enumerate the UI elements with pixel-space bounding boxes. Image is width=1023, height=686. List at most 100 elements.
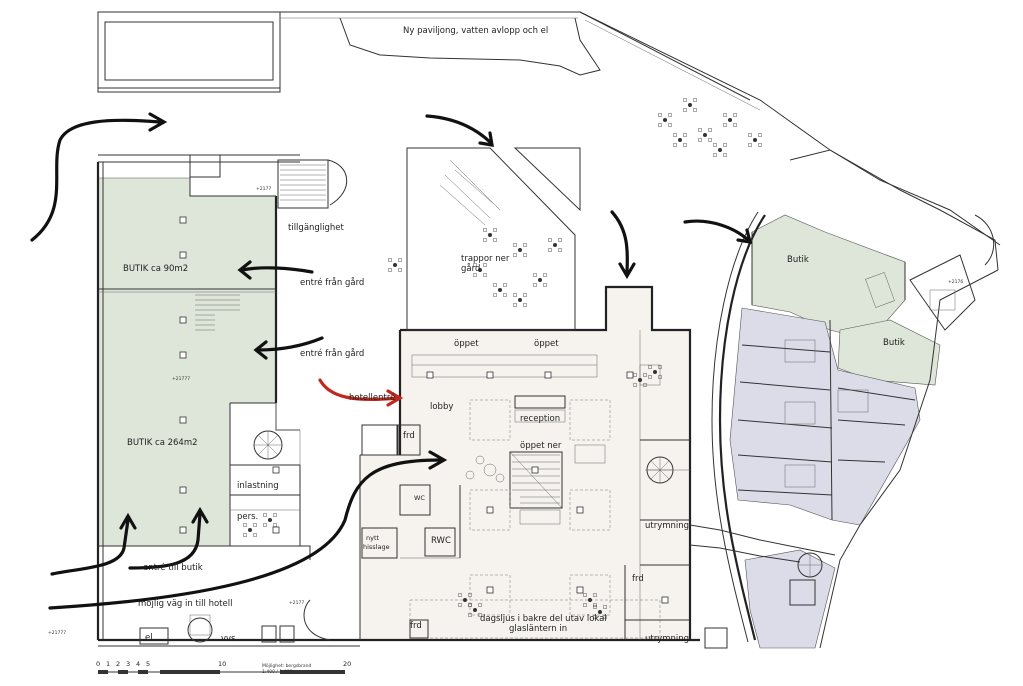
scale-tick-label: 0 — [96, 660, 100, 668]
shop-264-zone — [97, 288, 277, 547]
column — [661, 596, 669, 604]
structural-columns — [179, 216, 669, 604]
outdoor-furniture — [243, 98, 762, 619]
hotel-lobby-zone — [359, 286, 691, 641]
lobby-furniture — [139, 330, 690, 645]
table-cluster — [698, 128, 712, 142]
circulation-arrows — [30, 112, 753, 610]
table-cluster — [388, 258, 402, 272]
column — [179, 416, 187, 424]
label-open-2: öppet — [534, 339, 559, 349]
column — [626, 371, 634, 379]
scale-tick-label: 20 — [343, 660, 351, 668]
column — [179, 486, 187, 494]
scale-bar — [98, 670, 345, 674]
label-staff: pers. — [237, 512, 258, 522]
scale-tick-label: 3 — [126, 660, 130, 668]
table-cluster — [513, 293, 527, 307]
label-entrance-yard-2: entré från gård — [300, 348, 364, 359]
label-daylight-1: dagsljus i bakre del utav lokal — [480, 614, 607, 624]
table-cluster — [548, 238, 562, 252]
label-stairs-down-2: gård — [461, 263, 480, 274]
table-cluster — [513, 243, 527, 257]
label-new-elevator-2: hisslage — [363, 543, 390, 551]
table-cluster — [648, 365, 662, 379]
zone-fills — [97, 177, 941, 649]
table-cluster — [583, 593, 597, 607]
table-cluster — [658, 113, 672, 127]
label-frd-3: frd — [410, 621, 422, 631]
column — [486, 586, 494, 594]
label-shop-90: BUTIK ca 90m2 — [123, 264, 188, 274]
column — [531, 466, 539, 474]
label-level-3: +2177 — [289, 600, 304, 606]
label-scale-title: Möjlighet: bergsbrand — [262, 663, 311, 669]
label-shop-right-small: Butik — [883, 338, 905, 348]
column — [576, 586, 584, 594]
column — [179, 251, 187, 259]
label-stairs-down-1: trappor ner — [461, 254, 510, 264]
label-open-down: öppet ner — [520, 441, 562, 451]
table-cluster — [468, 603, 482, 617]
label-vvs: vvs — [221, 634, 236, 644]
arrow-shop264-entry — [256, 336, 324, 352]
label-loading: inlastning — [237, 481, 279, 491]
label-possible-way: möjlig väg in till hotell — [138, 599, 232, 609]
column — [426, 371, 434, 379]
building-outline — [96, 11, 1001, 649]
right-small-shop-zone — [837, 319, 941, 386]
arrow-shop90-entry — [240, 266, 314, 274]
column — [179, 216, 187, 224]
arrow-upper-left — [30, 118, 162, 242]
column — [179, 316, 187, 324]
table-cluster — [483, 228, 497, 242]
arrow-shop-entry-2 — [128, 512, 202, 570]
label-evacuation-2: utrymning — [645, 634, 689, 644]
arrow-courtyard — [425, 114, 492, 144]
label-daylight-2: glasläntern in — [509, 624, 567, 634]
table-cluster — [713, 143, 727, 157]
label-scale-ratio: 1:400 / 1:400 — [262, 669, 292, 675]
table-cluster — [673, 133, 687, 147]
right-building-interior — [704, 232, 976, 649]
label-level-5: +2176 — [948, 279, 963, 285]
table-cluster — [593, 605, 607, 619]
label-level-4: +21777 — [48, 630, 66, 636]
label-lobby: lobby — [430, 402, 453, 412]
table-cluster — [723, 113, 737, 127]
scale-tick-label: 4 — [136, 660, 140, 668]
table-cluster — [533, 273, 547, 287]
column — [486, 371, 494, 379]
column — [576, 506, 584, 514]
label-level-1: +2177 — [256, 186, 271, 192]
right-shop-zone — [751, 214, 906, 341]
table-cluster — [633, 373, 647, 387]
label-hotel-entrance: hotellentré — [349, 392, 395, 403]
label-frd-2: frd — [632, 574, 644, 584]
table-cluster — [683, 98, 697, 112]
table-cluster — [243, 523, 257, 537]
arrow-lobby-entry — [48, 458, 442, 610]
label-evacuation-1: utrymning — [645, 521, 689, 531]
label-frd-1: frd — [403, 431, 415, 441]
label-new-elevator-1: nytt — [366, 534, 380, 542]
column — [179, 351, 187, 359]
label-wc: WC — [414, 494, 425, 502]
stair-hatching — [187, 147, 995, 643]
table-cluster — [263, 513, 277, 527]
label-rwc: RWC — [431, 536, 451, 546]
label-el: el — [145, 633, 153, 643]
label-entrance-shop: entré till butik — [143, 562, 203, 573]
column — [272, 466, 280, 474]
arrow-hotel-entrance — [318, 378, 400, 401]
column — [486, 506, 494, 514]
label-reception: reception — [520, 414, 560, 424]
table-cluster — [493, 283, 507, 297]
scale-tick-label: 2 — [116, 660, 120, 668]
label-entrance-yard-1: entré från gård — [300, 277, 364, 288]
scale-tick-label: 10 — [218, 660, 226, 668]
column — [272, 526, 280, 534]
